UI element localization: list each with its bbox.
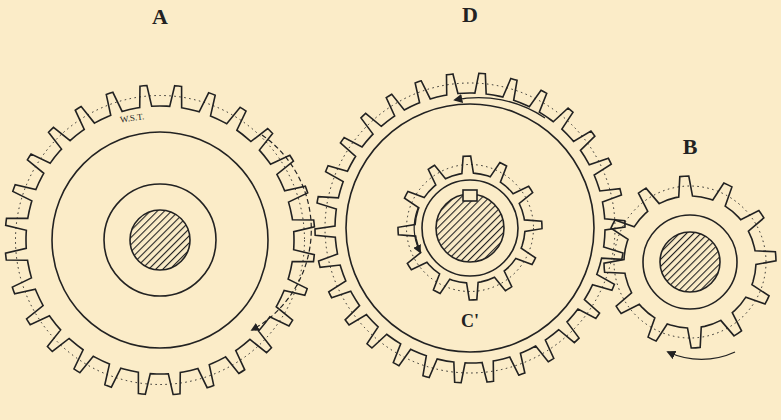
rotation-arrow [668,352,735,359]
pitch-circle [407,165,534,292]
part-letter: A [152,6,168,28]
shaft-section [436,194,504,262]
part-letter: B [681,136,700,158]
gear-b [604,176,776,348]
gear-d [315,73,625,383]
gear-hub [643,215,737,309]
gear-rim [52,132,268,348]
pinion-hub [422,180,518,276]
rotation-arrow [414,208,420,252]
gear-rim [346,104,594,352]
engraver-signature: W.S.T. [119,112,144,124]
part-letter: C' [461,312,479,330]
pitch-circle [614,186,766,338]
shaft-section [660,232,720,292]
gear-a [6,86,315,395]
rotation-arrow [455,98,545,118]
pitch-circle [325,83,615,373]
pinion-c [398,156,542,300]
shaft-section [130,210,190,270]
part-letter: D [462,4,478,26]
pitch-circle [16,96,305,385]
rotation-arrow [252,135,311,330]
gear-hub [104,184,216,296]
key [463,190,477,201]
